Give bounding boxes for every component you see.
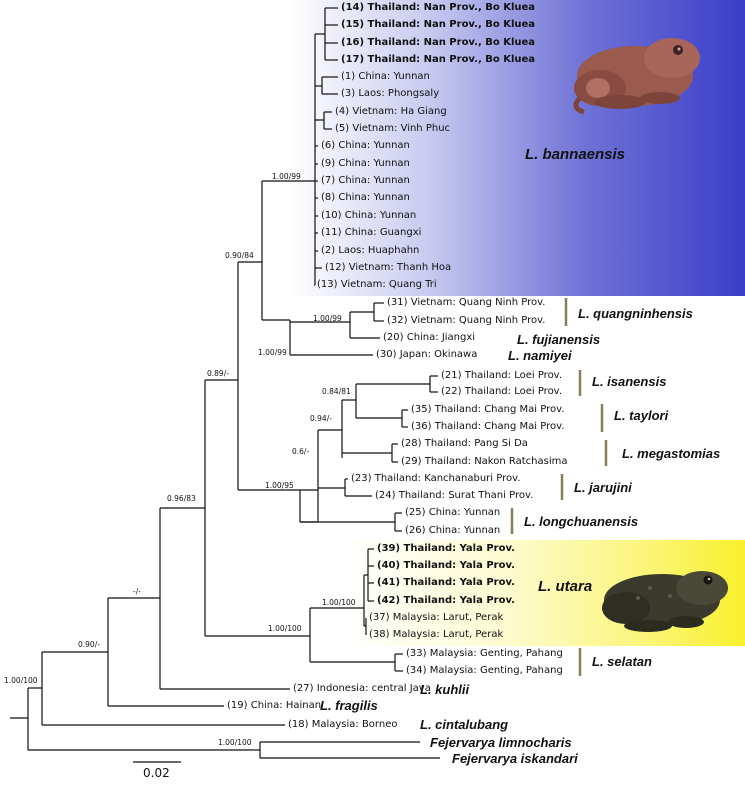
leaf-label-26: (26) China: Yunnan	[405, 525, 501, 536]
leaf-label-37: (37) Malaysia: Larut, Perak	[369, 612, 504, 623]
support-value-n_quang_fuj_nam: 1.00/99	[258, 348, 287, 357]
leaf-label-36: (36) Thailand: Chang Mai Prov.	[411, 421, 565, 432]
leaf-label-12: (12) Vietnam: Thanh Hoa	[325, 262, 452, 273]
support-value-n_mid_inner: 0.6/-	[292, 447, 310, 456]
leaf-label-11: (11) China: Guangxi	[321, 227, 422, 238]
leaf-label-24: (24) Thailand: Surat Thani Prov.	[375, 490, 534, 501]
leaf-label-8: (8) China: Yunnan	[321, 192, 410, 203]
leaf-label-1: (1) China: Yunnan	[341, 71, 430, 82]
species-label-bannaensis: L. bannaensis	[525, 146, 626, 163]
leaf-label-21: (21) Thailand: Loei Prov.	[441, 370, 563, 381]
support-value-n_utara: 1.00/100	[322, 598, 356, 607]
scale-bar-label: 0.02	[143, 766, 170, 780]
species-label-quangninhensis: L. quangninhensis	[578, 306, 693, 321]
leaf-label-41: (41) Thailand: Yala Prov.	[377, 577, 515, 588]
leaf-label-22: (22) Thailand: Loei Prov.	[441, 386, 563, 397]
leaf-label-3: (3) Laos: Phongsaly	[341, 88, 440, 99]
species-label-selatan: L. selatan	[592, 654, 652, 669]
leaf-label-28: (28) Thailand: Pang Si Da	[401, 438, 528, 449]
leaf-label-10: (10) China: Yunnan	[321, 210, 417, 221]
leaf-label-15: (15) Thailand: Nan Prov., Bo Kluea	[341, 19, 536, 30]
species-label-iskandari: Fejervarya iskandari	[452, 751, 578, 766]
species-label-fragilis: L. fragilis	[320, 698, 378, 713]
leaf-label-23: (23) Thailand: Kanchanaburi Prov.	[351, 473, 521, 484]
support-value-n_mid: 1.00/95	[265, 481, 294, 490]
support-value-n_fragilis: 0.90/-	[78, 640, 100, 649]
leaf-label-33: (33) Malaysia: Genting, Pahang	[406, 648, 563, 659]
support-value-n_isan_tay: 0.84/81	[322, 387, 351, 396]
bannaensis-frog-photo	[573, 38, 700, 115]
leaf-label-32: (32) Vietnam: Quang Ninh Prov.	[387, 315, 546, 326]
species-label-cintalubang: L. cintalubang	[420, 717, 509, 732]
support-value-n_isan_tay_meg: 0.94/-	[310, 414, 332, 423]
support-value-n_main: 0.96/83	[167, 494, 196, 503]
species-label-megastomias: L. megastomias	[622, 446, 721, 461]
leaf-label-39: (39) Thailand: Yala Prov.	[377, 543, 515, 554]
leaf-label-5: (5) Vietnam: Vinh Phuc	[335, 123, 451, 134]
species-label-namiyei: L. namiyei	[508, 348, 572, 363]
leaf-label-35: (35) Thailand: Chang Mai Prov.	[411, 404, 565, 415]
support-value-n_upper: 0.89/-	[207, 369, 229, 378]
leaf-label-20: (20) China: Jiangxi	[383, 332, 476, 343]
support-value-root: 1.00/100	[4, 676, 38, 685]
support-value-n_fejervarya: 1.00/100	[218, 738, 252, 747]
species-label-limnocharis: Fejervarya limnocharis	[430, 735, 572, 750]
leaf-label-40: (40) Thailand: Yala Prov.	[377, 560, 515, 571]
species-label-taylori: L. taylori	[614, 408, 669, 423]
leaf-label-29: (29) Thailand: Nakon Ratchasima	[401, 456, 568, 467]
leaf-label-34: (34) Malaysia: Genting, Pahang	[406, 665, 563, 676]
species-label-utara: L. utara	[538, 578, 593, 595]
leaf-label-25: (25) China: Yunnan	[405, 507, 501, 518]
leaf-label-6: (6) China: Yunnan	[321, 140, 410, 151]
leaf-label-14: (14) Thailand: Nan Prov., Bo Kluea	[341, 2, 536, 13]
leaf-label-31: (31) Vietnam: Quang Ninh Prov.	[387, 297, 546, 308]
leaf-label-42: (42) Thailand: Yala Prov.	[377, 595, 515, 606]
leaf-label-16: (16) Thailand: Nan Prov., Bo Kluea	[341, 37, 536, 48]
support-value-n_kuhlii: -/-	[133, 587, 141, 596]
leaf-label-27: (27) Indonesia: central Java	[293, 683, 431, 694]
leaf-label-38: (38) Malaysia: Larut, Perak	[369, 629, 504, 640]
support-value-n_utara_selatan: 1.00/100	[268, 624, 302, 633]
support-value-n_bannaensis: 1.00/99	[272, 172, 301, 181]
leaf-label-19: (19) China: Hainan	[227, 700, 322, 711]
leaf-label-4: (4) Vietnam: Ha Giang	[335, 106, 447, 117]
leaf-label-7: (7) China: Yunnan	[321, 175, 410, 186]
leaf-label-13: (13) Vietnam: Quang Tri	[317, 279, 437, 290]
leaf-label-30: (30) Japan: Okinawa	[376, 349, 478, 360]
support-value-n_quang_fuj: 1.00/99	[313, 314, 342, 323]
species-label-jarujini: L. jarujini	[574, 480, 632, 495]
species-label-kuhlii: L. kuhlii	[420, 682, 470, 697]
leaf-label-9: (9) China: Yunnan	[321, 158, 410, 169]
leaf-label-18: (18) Malaysia: Borneo	[288, 719, 398, 730]
species-label-isanensis: L. isanensis	[592, 374, 667, 389]
leaf-label-17: (17) Thailand: Nan Prov., Bo Kluea	[341, 54, 536, 65]
leaf-label-2: (2) Laos: Huaphahn	[321, 245, 420, 256]
utara-frog-photo	[602, 571, 728, 632]
species-label-longchuanensis: L. longchuanensis	[524, 514, 639, 529]
species-label-fujianensis: L. fujianensis	[517, 332, 601, 347]
support-value-n_bann_nam: 0.90/84	[225, 251, 254, 260]
